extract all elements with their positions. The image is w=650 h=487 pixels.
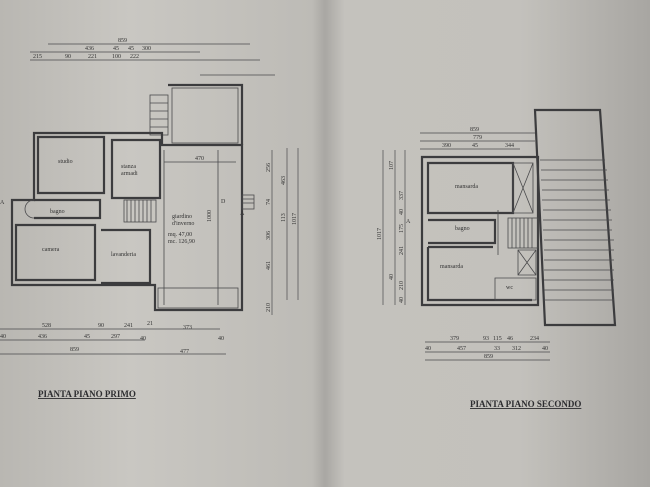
room-label-lavanderia: lavanderia [111,252,136,258]
floor2-title: PIANTA PIANO SECONDO [470,399,581,409]
room-volume: mc. 126,90 [168,239,195,245]
dim: 45 [113,46,119,52]
room-label-inverno: d'inverno [172,221,194,227]
dim: 175 [399,224,405,233]
dim: 40 [542,346,548,352]
section-mark-left-2: A [406,219,411,225]
floor1-title: PIANTA PIANO PRIMO [38,389,136,399]
dim: 436 [85,46,94,52]
dim: 457 [457,346,466,352]
dim: 40 [399,297,405,303]
dim: 1017 [292,213,298,225]
dim: 45 [128,46,134,52]
dim: 40 [0,334,6,340]
dim-1000: 1000 [207,210,213,222]
section-mark-right: A [240,211,245,217]
room-label-mansarda-2: mansarda [440,264,463,270]
dim: 1017 [377,228,383,240]
section-mark-left: A [0,200,5,206]
dim: 40 [425,346,431,352]
dim: 90 [65,54,71,60]
dim: 210 [266,303,272,312]
dim: 45 [472,143,478,149]
dim: 241 [124,323,133,329]
dim: 40 [140,336,146,342]
dim: 300 [142,46,151,52]
room-label-camera: camera [42,247,60,253]
dim: 115 [493,336,502,342]
dim: 222 [130,54,139,60]
dim: 21 [147,321,153,327]
room-area: mq. 47,00 [168,232,192,238]
dim-total: 859 [118,38,127,44]
dim: 90 [98,323,104,329]
dim: 45 [84,334,90,340]
dim: 859 [70,347,79,353]
dim: 779 [473,135,482,141]
dim: 379 [450,336,459,342]
dim: 234 [530,336,539,342]
door-mark: D [221,199,226,205]
dim: 344 [505,143,514,149]
dim-470: 470 [195,156,204,162]
room-label-studio: studio [58,159,73,165]
dim: 436 [38,334,47,340]
dim: 312 [512,346,521,352]
dim: 93 [483,336,489,342]
room-label-armadi: armadi [121,171,138,177]
dim: 221 [88,54,97,60]
dim: 256 [266,163,272,172]
dim: 215 [33,54,42,60]
room-label-bagno: bagno [50,209,65,215]
dim: 241 [399,246,405,255]
dim: 107 [389,161,395,170]
dim: 100 [112,54,121,60]
dim: 859 [470,127,479,133]
room-label-giardino: giardino [172,214,192,220]
dim: 40 [218,336,224,342]
room-label-mansarda-1: mansarda [455,184,478,190]
dim: 306 [266,231,272,240]
dim: 40 [389,274,395,280]
dim: 297 [111,334,120,340]
dim: 46 [507,336,513,342]
room-label-stanza: stanza [121,164,136,170]
floor2-plan: 859 779 390 45 344 mansarda bagno mansar… [377,108,617,409]
dim: 390 [442,143,451,149]
floor1-plan: 859 436 45 45 300 215 90 221 100 222 [0,38,299,399]
dim: 528 [42,323,51,329]
dim: 74 [266,199,272,205]
room-label-wc: wc [506,285,513,291]
dim: 461 [266,261,272,270]
dim: 210 [399,281,405,290]
dim: 477 [180,349,189,355]
dim: 463 [281,176,287,185]
dim: 40 [399,209,405,215]
dim: 859 [484,354,493,360]
dim: 373 [183,325,192,331]
room-label-bagno-2: bagno [455,226,470,232]
dim: 337 [399,191,405,200]
dim: 33 [494,346,500,352]
dim: 113 [281,213,287,222]
